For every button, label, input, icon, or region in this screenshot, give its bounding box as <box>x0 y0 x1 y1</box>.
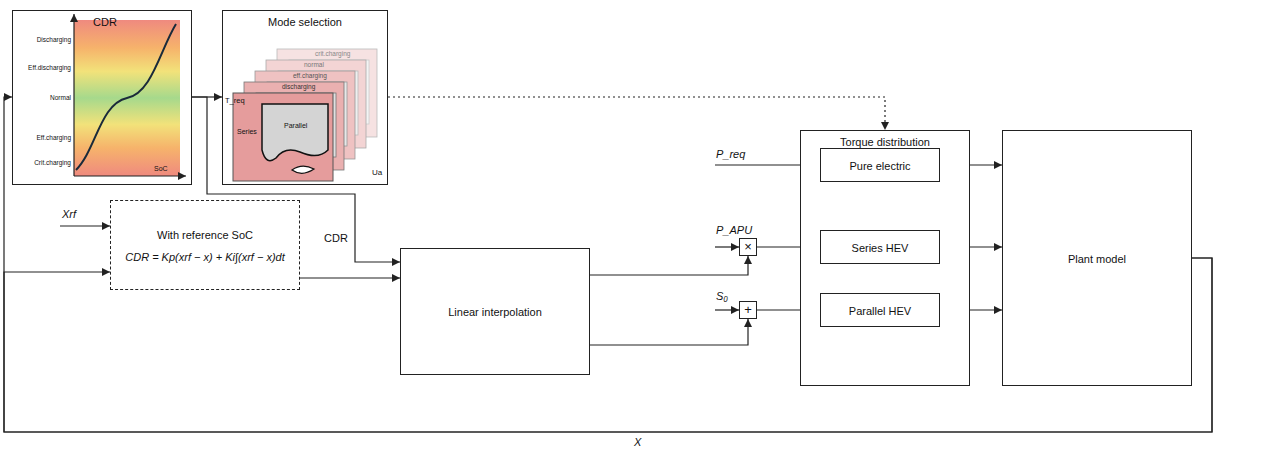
operator-box: + <box>739 301 757 319</box>
region-label: Series <box>237 128 257 136</box>
axis-label: Ua <box>372 168 382 177</box>
process-box: Parallel HEV <box>820 293 940 327</box>
input-wire <box>60 225 110 226</box>
node-title: Series HEV <box>852 241 909 255</box>
node-title: Linear interpolation <box>448 305 542 319</box>
sheet-label: crit.charging <box>315 50 350 57</box>
region-label: Parallel <box>284 122 307 130</box>
operator-box: × <box>739 238 757 256</box>
sheet-label: discharging <box>282 83 315 90</box>
connector <box>300 277 400 278</box>
group-box: Torque distributionPure electricSeries H… <box>800 130 970 386</box>
node-title: With reference SoC <box>157 228 253 242</box>
process-box: Plant model <box>1002 130 1192 386</box>
edge-label: X <box>632 436 643 449</box>
mode-map-sheet <box>233 93 333 181</box>
connector <box>590 256 748 275</box>
cdr-gradient <box>74 20 180 176</box>
node-title: × <box>744 239 752 255</box>
connector <box>590 319 748 345</box>
node-title: Parallel HEV <box>849 304 911 318</box>
signal-name: S₀ <box>716 290 728 303</box>
node-title: Mode selection <box>268 15 342 29</box>
connector <box>388 97 885 130</box>
sheet-label: eff.charging <box>293 72 327 79</box>
edge-label: CDR <box>322 232 350 245</box>
mode-panel: Mode selection <box>222 10 388 185</box>
node-title: Pure electric <box>849 159 910 173</box>
formula: CDR = Kp(xrf − x) + Ki∫(xrf − x)dt <box>125 250 285 264</box>
process-box: Series HEV <box>820 230 940 264</box>
node-title: + <box>744 302 752 318</box>
axis <box>74 175 186 176</box>
input-wire <box>715 246 739 247</box>
axis-label: Discharging <box>14 36 71 43</box>
process-box: Linear interpolation <box>400 248 590 375</box>
axis-label: Eff.charging <box>14 134 71 141</box>
node-title: CDR <box>93 15 117 29</box>
axis <box>73 14 74 176</box>
axis-label: Crit.charging <box>14 159 71 166</box>
signal-name: Xrf <box>62 208 76 221</box>
axis-label: Eff.discharging <box>14 64 71 71</box>
axis-label: T_req <box>225 97 245 106</box>
node-title: Plant model <box>1068 252 1126 266</box>
cdr-curve <box>76 24 176 170</box>
connector <box>4 97 1212 432</box>
input-wire <box>715 309 739 310</box>
signal-name: P_APU <box>716 224 752 237</box>
axis-label: SoC <box>154 165 168 173</box>
axis-label: Normal <box>14 94 71 101</box>
sheet-label: normal <box>304 61 324 68</box>
controller-box: With reference SoC CDR = Kp(xrf − x) + Ki… <box>110 200 300 290</box>
process-box: Pure electric <box>820 148 940 182</box>
signal-name: P_req <box>716 148 745 161</box>
